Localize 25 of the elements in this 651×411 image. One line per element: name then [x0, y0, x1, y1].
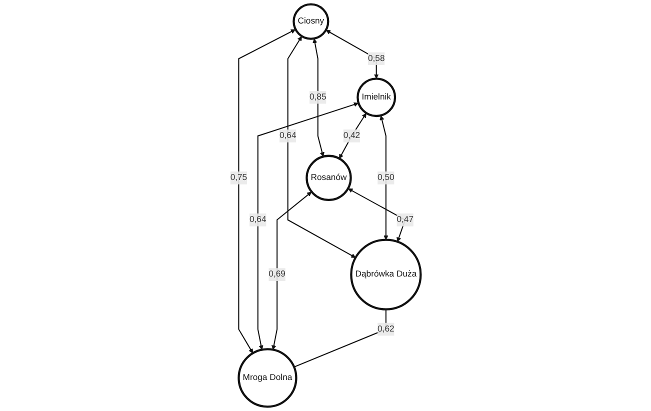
connector	[294, 309, 386, 368]
arrow	[380, 115, 388, 240]
arrow	[272, 192, 312, 350]
arrow	[339, 113, 366, 159]
edge-label: 0,47	[396, 215, 414, 224]
arrow	[257, 102, 359, 350]
node-circle: Imielnik	[356, 78, 396, 118]
node-circle: Ciosny	[292, 3, 330, 40]
edge-label: 0,85	[309, 92, 326, 102]
edge-label: 0,69	[268, 270, 286, 279]
arrow	[287, 36, 356, 258]
edge-label: 0,62	[378, 324, 394, 334]
edge-label: 0,64	[279, 131, 296, 140]
arrow	[238, 29, 296, 354]
edge-label: 0,75	[230, 173, 248, 182]
node-circle: Rosanów	[306, 154, 352, 202]
node-circle: Mroga Dolna	[238, 348, 298, 408]
edge-label: 0,50	[378, 173, 394, 182]
arrow	[326, 30, 379, 79]
node-circle: Dąbrówka Duża	[350, 238, 422, 310]
edge-label: 0,42	[343, 131, 360, 140]
edge-label: 0,64	[249, 215, 266, 224]
edge-label: 0,58	[368, 54, 385, 64]
arrow	[312, 38, 324, 157]
arrow	[348, 188, 406, 242]
